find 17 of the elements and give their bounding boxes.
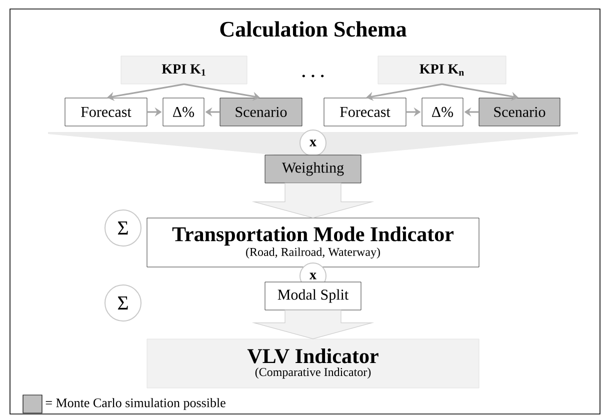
process-box: Forecast bbox=[324, 98, 406, 126]
legend-text: = Monte Carlo simulation possible bbox=[46, 398, 226, 410]
kpi-box: KPI K$_{1}$ bbox=[120, 56, 248, 84]
process-box: Δ% bbox=[422, 98, 464, 126]
simulation-box: Scenario bbox=[220, 98, 302, 126]
simulation-box: Scenario bbox=[478, 98, 560, 126]
simulation-box: Weighting bbox=[264, 154, 362, 184]
kpi-box: KPI K$_{n}$ bbox=[378, 56, 506, 84]
arrow bbox=[107, 83, 184, 101]
arrow bbox=[366, 83, 442, 101]
block-arrow bbox=[252, 310, 374, 340]
process-box: Forecast bbox=[64, 98, 148, 126]
indicator-box: VLV Indicator (Comparative Indicator) bbox=[146, 338, 480, 388]
process-box: Δ% bbox=[162, 98, 204, 126]
block-arrow bbox=[252, 182, 374, 218]
ellipsis: . . . bbox=[302, 74, 324, 78]
title: Calculation Schema bbox=[220, 21, 406, 37]
